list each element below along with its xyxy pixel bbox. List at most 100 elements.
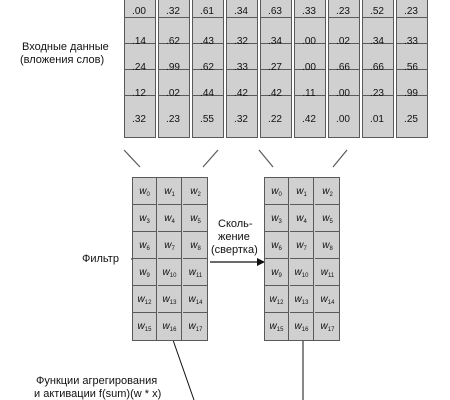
input-cell: .00 (302, 62, 316, 73)
row-divider (295, 43, 325, 44)
aggregation-label-line1: Функции агрегирования (36, 375, 158, 387)
weight-symbol: w (139, 267, 147, 278)
row-divider (363, 17, 393, 18)
filter-weight-cell: w13 (290, 286, 314, 313)
filter-weight-cell: w9 (265, 259, 289, 286)
row-divider (261, 43, 291, 44)
input-cell: .02 (166, 88, 180, 99)
input-column (260, 0, 292, 138)
weight-index: 7 (303, 246, 307, 252)
row-divider (295, 17, 325, 18)
weight-symbol: w (139, 213, 147, 224)
weight-symbol: w (188, 321, 196, 332)
weight-symbol: w (296, 186, 304, 197)
aggregation-label-line2: и активации f(sum)(w * x) (34, 388, 162, 400)
weight-index: 0 (278, 192, 282, 198)
row-divider (397, 95, 427, 96)
input-cell: .12 (132, 88, 146, 99)
weight-symbol: w (137, 294, 145, 305)
weight-index: 2 (197, 192, 201, 198)
aggregation-pointer (172, 339, 195, 400)
weight-index: 16 (301, 327, 309, 333)
filter-weight-cell: w4 (290, 205, 314, 232)
weight-index: 8 (197, 246, 201, 252)
row-divider (193, 17, 223, 18)
filter-weight-cell: w14 (315, 286, 340, 313)
filter-weight-cell: w13 (158, 286, 182, 313)
weight-index: 11 (328, 273, 335, 279)
weight-index: 3 (278, 219, 282, 225)
filter-weight-cell: w2 (183, 178, 208, 205)
row-divider (193, 95, 223, 96)
input-cell: .63 (268, 6, 282, 17)
weight-symbol: w (271, 267, 279, 278)
input-cell: .52 (370, 6, 384, 17)
weight-symbol: w (162, 321, 170, 332)
weight-symbol: w (164, 186, 172, 197)
row-divider (125, 69, 155, 70)
weight-index: 15 (144, 327, 152, 333)
weight-symbol: w (164, 213, 172, 224)
input-cell: .34 (370, 36, 384, 47)
row-divider (329, 69, 359, 70)
weight-symbol: w (269, 294, 277, 305)
input-cell: .32 (166, 6, 180, 17)
filter-right-bottom-guide (332, 149, 348, 168)
weight-symbol: w (190, 213, 198, 224)
weight-symbol: w (162, 267, 170, 278)
input-cell: .33 (404, 36, 418, 47)
weight-symbol: w (271, 240, 279, 251)
weight-symbol: w (294, 294, 302, 305)
input-cell: .23 (336, 6, 350, 17)
filter-weight-cell: w14 (183, 286, 208, 313)
weight-symbol: w (322, 186, 330, 197)
weight-symbol: w (322, 213, 330, 224)
filter-weight-cell: w6 (133, 232, 157, 259)
input-cell: .11 (302, 88, 316, 99)
weight-index: 2 (329, 192, 333, 198)
input-column (158, 0, 190, 138)
filter-weight-cell: w17 (183, 313, 208, 340)
weight-symbol: w (162, 294, 170, 305)
input-cell: .42 (268, 88, 282, 99)
input-cell: .61 (200, 6, 214, 17)
row-divider (227, 95, 257, 96)
input-label-line1: Входные данные (22, 41, 109, 53)
row-divider (193, 69, 223, 70)
filter-label: Фильтр (82, 253, 119, 265)
filter-weight-cell: w1 (158, 178, 182, 205)
input-cell: .43 (200, 36, 214, 47)
input-cell: .23 (370, 88, 384, 99)
input-column (362, 0, 394, 138)
weight-index: 1 (171, 192, 175, 198)
input-column (192, 0, 224, 138)
input-cell: .99 (166, 62, 180, 73)
weight-symbol: w (271, 186, 279, 197)
input-cell: .33 (234, 62, 248, 73)
filter-weight-cell: w4 (158, 205, 182, 232)
input-cell: .00 (336, 114, 350, 125)
filter-weight-cell: w5 (315, 205, 340, 232)
weight-symbol: w (139, 240, 147, 251)
input-cell: .25 (404, 114, 418, 125)
filter-left-top-guide (123, 149, 141, 168)
input-column (124, 0, 156, 138)
input-cell: .24 (132, 62, 146, 73)
sliding-label-line1: Сколь- (218, 218, 253, 230)
row-divider (329, 43, 359, 44)
weight-index: 0 (146, 192, 150, 198)
weight-index: 12 (144, 300, 152, 306)
weight-index: 17 (327, 327, 335, 333)
input-cell: .27 (268, 62, 282, 73)
weight-symbol: w (296, 240, 304, 251)
weight-index: 6 (146, 246, 150, 252)
weight-symbol: w (139, 186, 147, 197)
weight-symbol: w (269, 321, 277, 332)
weight-symbol: w (320, 321, 328, 332)
input-cell: .00 (336, 88, 350, 99)
row-divider (397, 69, 427, 70)
input-cell: .44 (200, 88, 214, 99)
row-divider (159, 17, 189, 18)
weight-index: 9 (278, 273, 282, 279)
row-divider (125, 17, 155, 18)
